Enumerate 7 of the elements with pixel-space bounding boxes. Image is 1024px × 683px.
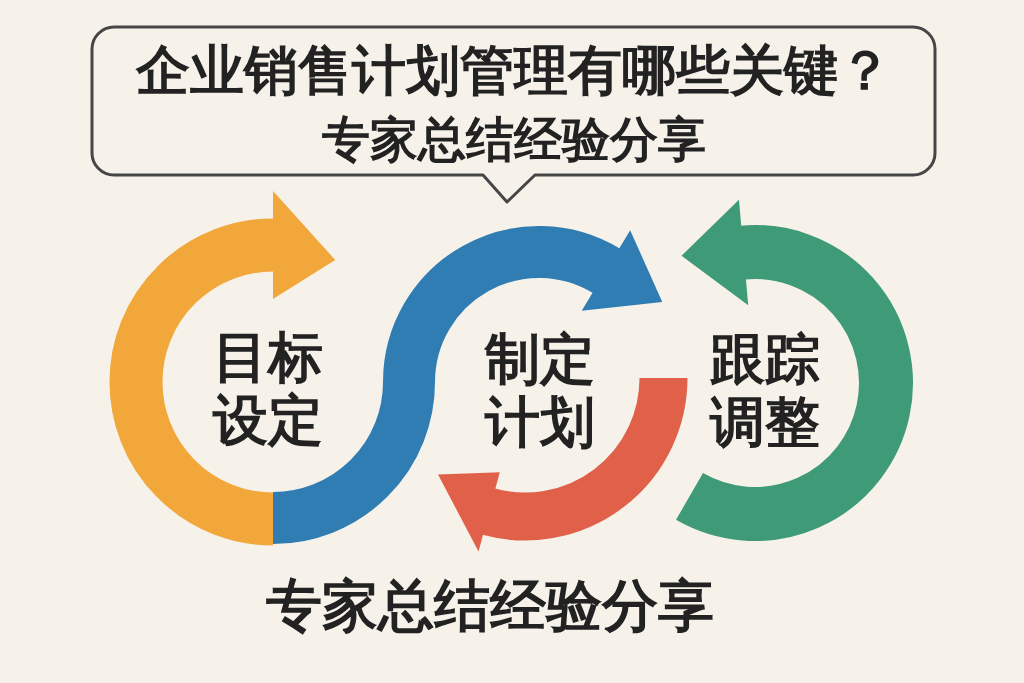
caption-text: 专家总结经验分享 <box>265 574 715 639</box>
bubble-subtitle: 专家总结经验分享 <box>321 112 707 168</box>
step-label: 跟踪调整 <box>708 327 821 455</box>
bubble-title: 企业销售计划管理有哪些关键？ <box>134 40 893 103</box>
speech-bubble <box>90 25 938 205</box>
step-label: 制定计划 <box>483 327 596 455</box>
step-label: 目标设定 <box>211 325 324 453</box>
